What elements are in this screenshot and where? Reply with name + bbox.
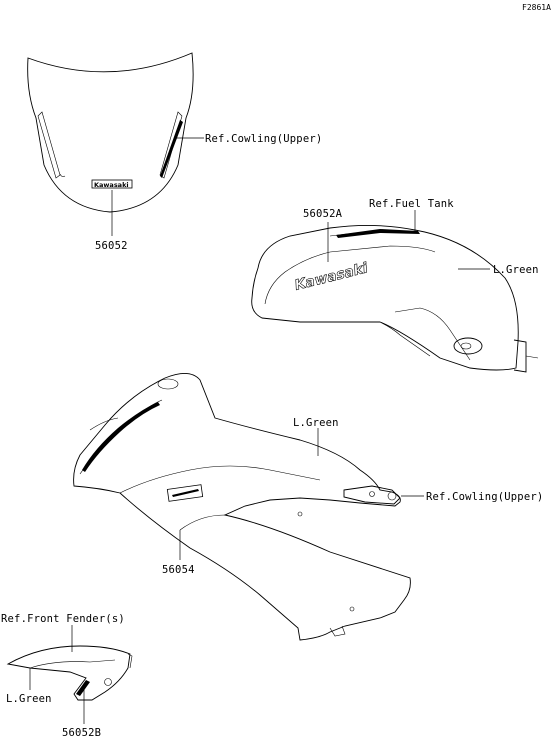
ref-cowling-upper-label-top: Ref.Cowling(Upper) [205,133,322,145]
ref-fuel-tank-label: Ref.Fuel Tank [369,198,454,210]
front-fender [6,645,133,701]
figure-code: F2861A [522,3,551,12]
windshield-logo-decal [91,179,133,189]
ref-cowling-upper-label-side: Ref.Cowling(Upper) [426,491,543,503]
part-56052-label: 56052 [95,240,128,252]
tank-color-label: L.Green [493,264,539,276]
fender-color-label: L.Green [6,693,52,705]
tank-logo-decal: Kawasaki [293,260,369,294]
side-cowling [73,373,411,641]
part-56054-label: 56054 [162,564,195,576]
part-56052B-label: 56052B [62,727,101,737]
windshield-cowling-upper: Kawasaki [27,52,194,213]
svg-text:Kawasaki: Kawasaki [94,181,129,189]
cowling-color-label: L.Green [293,417,339,429]
ref-front-fender-label: Ref.Front Fender(s) [1,613,125,625]
fuel-tank: Kawasaki [251,224,539,373]
part-56052A-label: 56052A [303,208,343,220]
